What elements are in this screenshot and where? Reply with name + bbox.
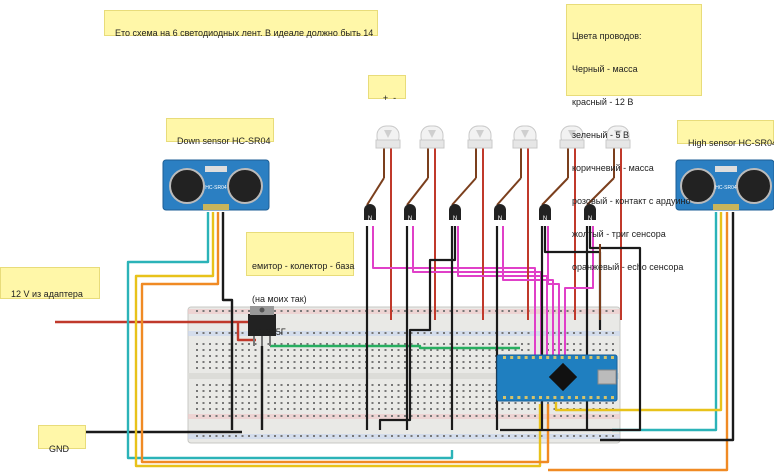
note-transistor-line: КТ-315Г: [252, 327, 286, 337]
note-power: 12 V из адаптера: [0, 267, 100, 299]
note-down-sensor: Down sensor HC-SR04: [166, 118, 274, 146]
down-sensor: HC-SR04: [162, 159, 270, 211]
wire-colors-item: коричневий - масса: [572, 163, 654, 173]
transistor: N: [404, 204, 416, 222]
svg-text:N: N: [588, 216, 592, 222]
down-sensor-wire-yellow: [134, 212, 542, 468]
transistor-lead-brown: [586, 177, 615, 206]
transistor: N: [364, 204, 376, 222]
transistor-lead-brown: [366, 177, 385, 206]
note-high-sensor: High sensor HC-SR04: [677, 120, 774, 148]
transistor-base-pink: [372, 226, 536, 356]
note-top: Ето схема на 6 светодиодных лент. В идеа…: [104, 10, 378, 38]
down-sensor-label: HC-SR04: [205, 185, 227, 191]
transistor-base-pink: [564, 226, 594, 356]
svg-text:N: N: [498, 216, 502, 222]
transistor: N: [584, 204, 596, 222]
transistor: N: [539, 204, 551, 222]
note-transistor-line: емитор - колектор - база: [252, 261, 355, 271]
note-transistor-line: (на моих так): [252, 294, 307, 304]
svg-text:N: N: [543, 216, 547, 222]
note-wire-colors: Цвета проводов: Черный - масса красный -…: [566, 4, 702, 272]
arduino-nano: [496, 354, 618, 402]
led: [419, 125, 445, 149]
led: [467, 125, 493, 149]
led: [375, 125, 401, 149]
note-transistor: емитор - колектор - база (на моих так) К…: [246, 232, 355, 337]
wire-colors-item: Черный - масса: [572, 64, 638, 74]
voltage-regulator: [248, 306, 276, 346]
high-sensor-wire-yellow: [554, 212, 723, 412]
note-gnd: GND: [38, 425, 86, 454]
wire-colors-item: оранжевый - echo сенсора: [572, 262, 684, 272]
transistor-lead-brown: [496, 177, 522, 206]
regulator-wire-green: [270, 344, 520, 350]
regulator-wire-red: [236, 322, 256, 342]
transistor-lead-brown: [406, 177, 429, 206]
high-sensor: HC-SR04: [675, 159, 774, 211]
high-sensor-label: HC-SR04: [715, 185, 737, 191]
high-sensor-wire-orange: [548, 212, 729, 472]
led: [512, 125, 538, 149]
down-sensor-wire-black: [221, 212, 234, 430]
high-sensor-wire-cyan: [612, 212, 718, 432]
wire-colors-item: жолтый - триг сенсора: [572, 229, 666, 239]
note-down-sensor-text: Down sensor HC-SR04: [177, 136, 271, 146]
wire-colors-item: розовый - контакт с ардуино: [572, 196, 691, 206]
down-sensor-wire-cyan: [126, 212, 454, 460]
transistor: N: [449, 204, 461, 222]
note-gnd-text: GND: [49, 444, 70, 454]
led: [605, 125, 631, 149]
wire-colors-title: Цвета проводов:: [572, 31, 642, 41]
svg-text:N: N: [453, 216, 457, 222]
transistor-lead-brown: [451, 177, 477, 206]
note-plus-minus: + -: [368, 75, 406, 103]
led: [559, 125, 585, 149]
wire-colors-item: красный - 12 В: [572, 97, 634, 107]
note-plus-minus-text: + -: [382, 93, 397, 103]
svg-text:N: N: [368, 216, 372, 222]
down-sensor-wire-orange: [140, 212, 550, 464]
transistor-base-pink: [547, 226, 560, 356]
transistor-base-pink: [502, 226, 554, 356]
svg-text:N: N: [408, 216, 412, 222]
note-power-text: 12 V из адаптера: [11, 289, 83, 299]
transistor-lead-brown: [541, 177, 569, 206]
high-sensor-wire-black: [600, 212, 735, 442]
wire-colors-item: зеленый - 5 В: [572, 130, 629, 140]
ground-wire-cross: [500, 226, 642, 432]
ground-wire-cross: [378, 226, 457, 430]
note-top-text: Ето схема на 6 светодиодных лент. В идеа…: [115, 28, 374, 38]
transistor: N: [494, 204, 506, 222]
note-high-sensor-text: High sensor HC-SR04: [688, 138, 774, 148]
